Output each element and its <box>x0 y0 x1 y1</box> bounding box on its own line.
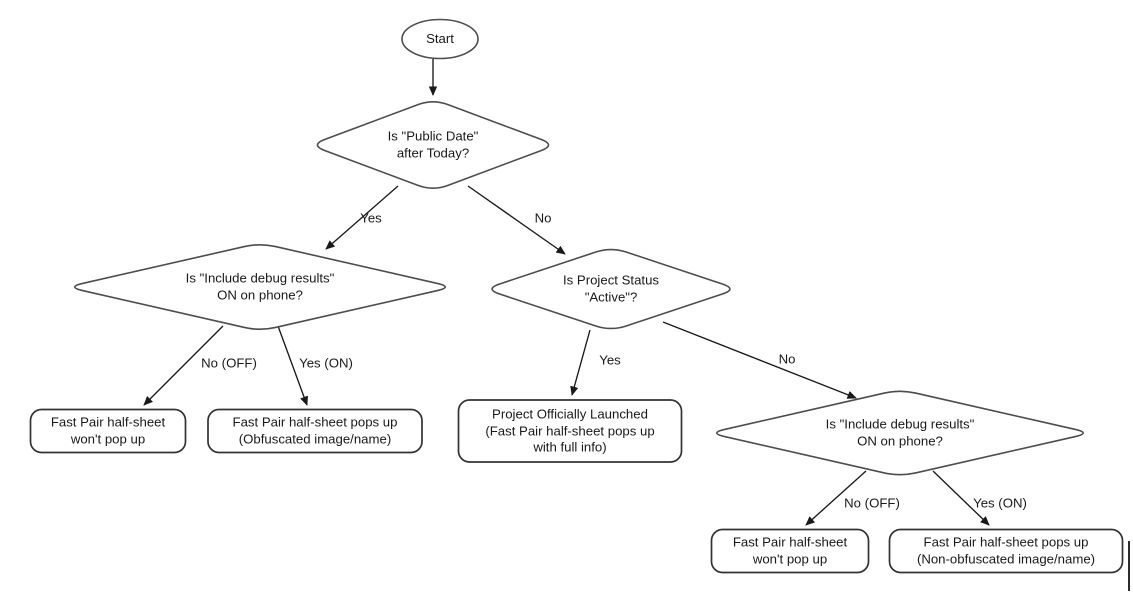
node-result-non-obfuscated[interactable] <box>888 528 1124 574</box>
edge-label-debug-left-no: No (OFF) <box>201 355 257 371</box>
edges-layer <box>143 59 990 526</box>
node-debug-left[interactable] <box>73 243 447 331</box>
node-project-status[interactable] <box>491 248 731 330</box>
page-margin-mark <box>1128 541 1130 591</box>
edge-label-public-date-yes: Yes <box>360 210 382 226</box>
edge-public-date-yes <box>325 185 399 250</box>
node-result-no-popup-left[interactable] <box>29 408 187 454</box>
edge-debug-right-yes <box>932 470 990 526</box>
edge-debug-left-yes <box>277 325 308 406</box>
edge-debug-left-no <box>143 325 224 406</box>
edge-debug-right-no <box>805 470 867 526</box>
edge-label-debug-left-yes: Yes (ON) <box>299 355 353 371</box>
node-start[interactable] <box>401 18 479 60</box>
edge-label-debug-right-no: No (OFF) <box>844 495 900 511</box>
node-result-obfuscated[interactable] <box>207 408 423 454</box>
node-result-no-popup-right[interactable] <box>710 528 870 574</box>
edge-project-status-yes <box>570 329 591 396</box>
edge-label-project-status-yes: Yes <box>599 352 621 368</box>
node-result-launched[interactable] <box>457 399 683 463</box>
edge-label-public-date-no: No <box>534 210 552 226</box>
edge-label-debug-right-yes: Yes (ON) <box>973 495 1027 511</box>
nodes-layer <box>29 18 1124 574</box>
edge-public-date-no <box>467 185 566 255</box>
node-public-date[interactable] <box>316 101 550 189</box>
edge-label-project-status-no: No <box>778 351 796 367</box>
node-debug-right[interactable] <box>716 390 1084 476</box>
edge-project-status-no <box>662 321 857 399</box>
